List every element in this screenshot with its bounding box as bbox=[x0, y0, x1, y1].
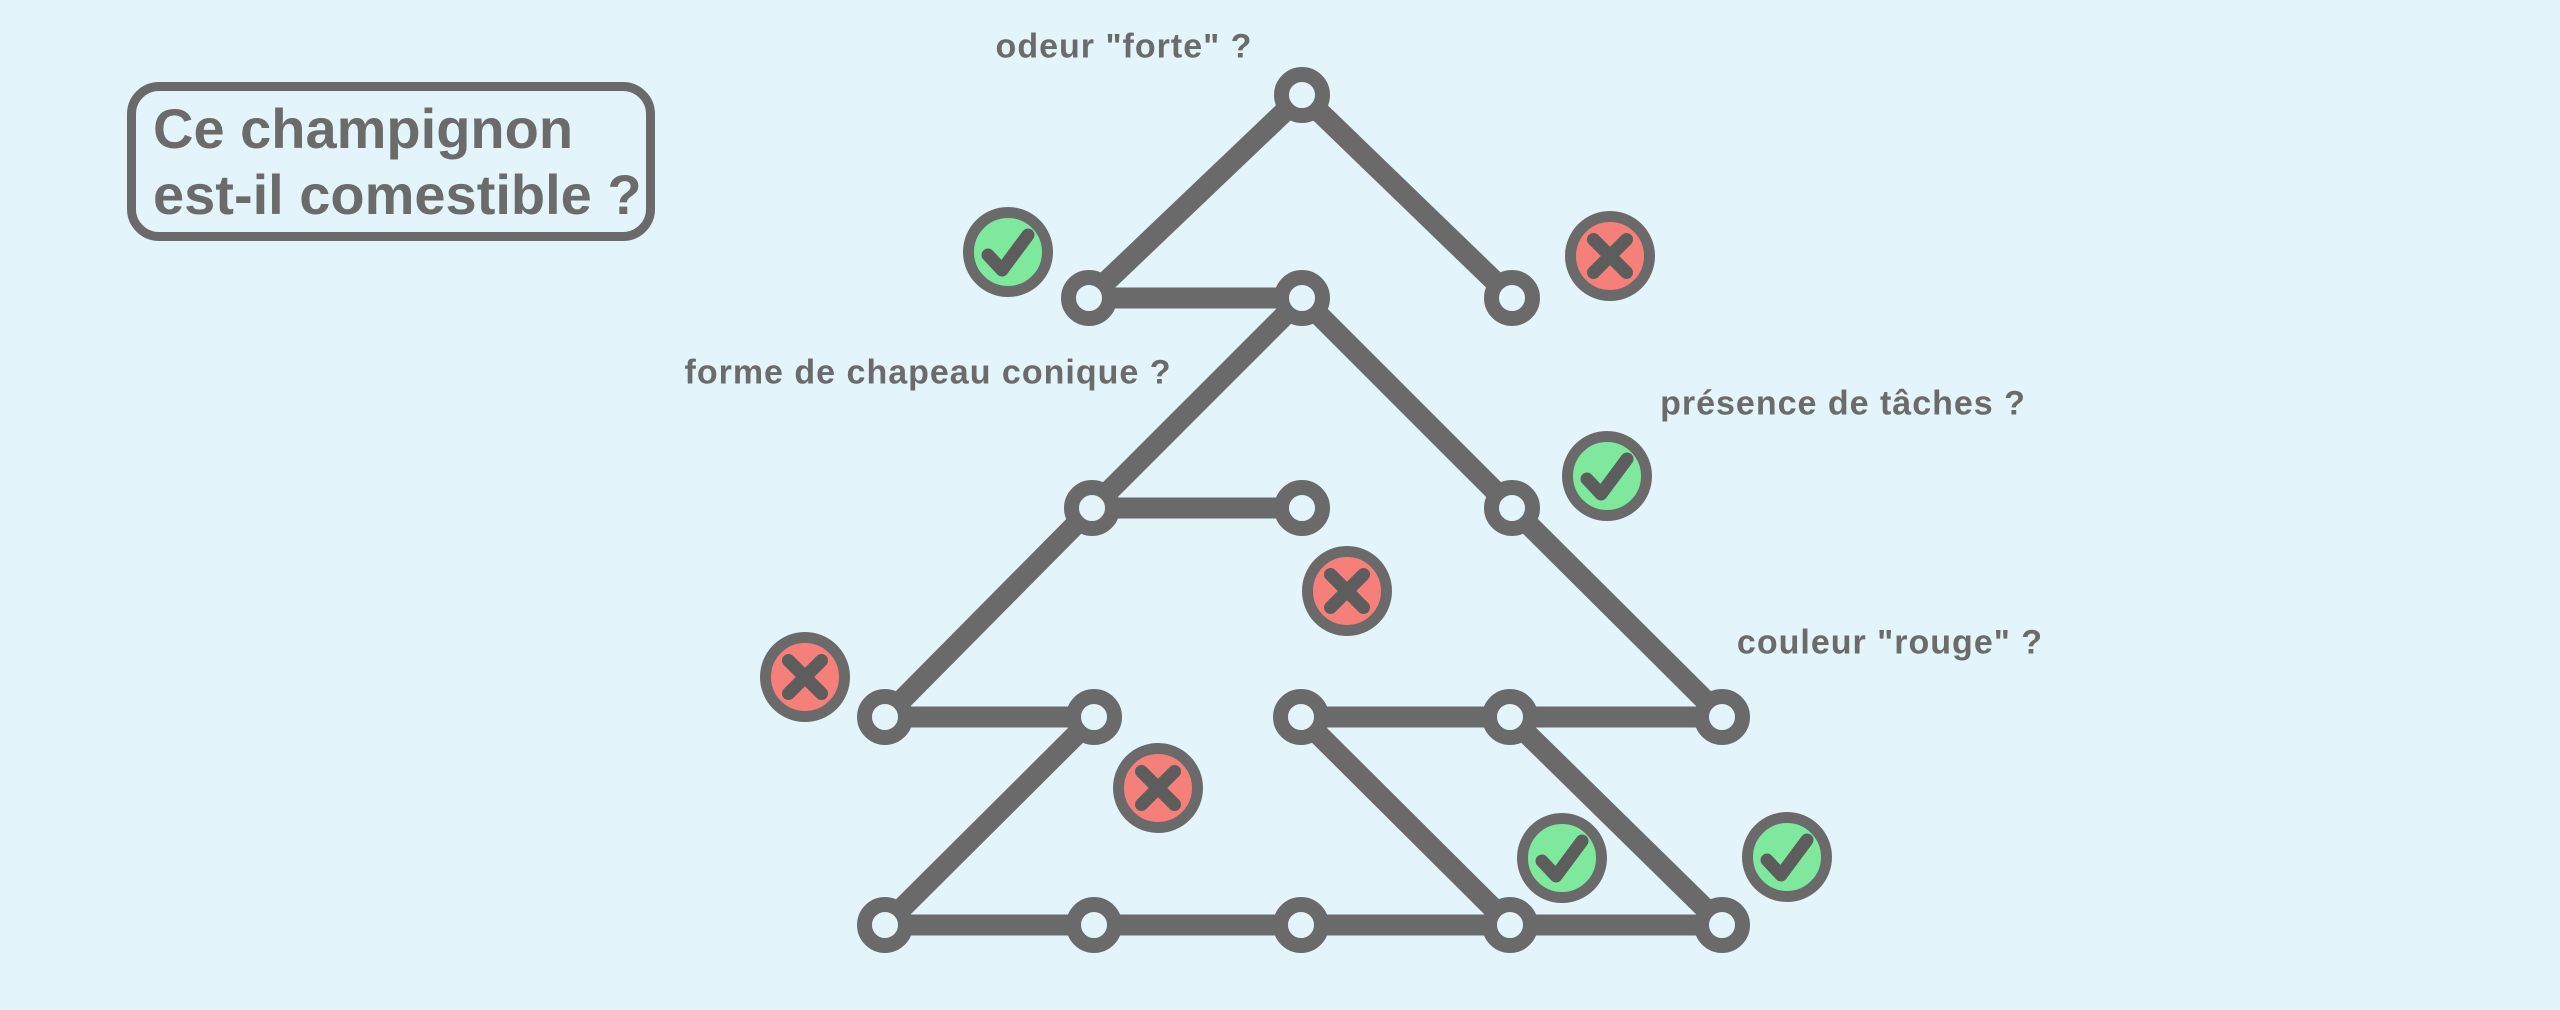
node-l4-d bbox=[1482, 689, 1538, 745]
outcome-badge-no bbox=[1302, 546, 1392, 636]
outcome-badge-yes bbox=[1742, 812, 1832, 902]
edge-l4-to-bottom-left bbox=[877, 709, 1102, 933]
node-l4-c bbox=[1273, 689, 1329, 745]
node-root bbox=[1274, 67, 1330, 123]
node-bottom-a bbox=[857, 897, 913, 953]
outcome-badge-no bbox=[1565, 211, 1655, 301]
node-bottom-c bbox=[1273, 897, 1329, 953]
question-label-cap-shape: forme de chapeau conique ? bbox=[684, 353, 1172, 392]
node-l3-left bbox=[1064, 480, 1120, 536]
question-label-spots: présence de tâches ? bbox=[1660, 384, 2026, 423]
node-l4-a bbox=[857, 689, 913, 745]
outcome-badge-yes bbox=[963, 207, 1053, 297]
check-icon bbox=[1580, 452, 1634, 501]
outcome-badge-yes bbox=[1562, 431, 1652, 521]
check-icon bbox=[1535, 834, 1589, 883]
edge-l3-to-l4-right bbox=[1504, 500, 1730, 725]
outcome-badge-yes bbox=[1517, 813, 1607, 903]
cross-icon bbox=[782, 654, 828, 700]
node-l3-mid bbox=[1274, 480, 1330, 536]
cross-icon bbox=[1135, 765, 1181, 811]
edge-root-to-l2-right bbox=[1294, 87, 1520, 306]
check-icon bbox=[1760, 833, 1814, 882]
tree-nodes bbox=[857, 67, 1750, 953]
edge-l2-to-l3-right bbox=[1294, 290, 1520, 516]
node-bottom-b bbox=[1066, 897, 1122, 953]
node-l2-mid bbox=[1274, 270, 1330, 326]
edge-l4d-to-bottom-e bbox=[1502, 709, 1730, 933]
node-bottom-d bbox=[1482, 897, 1538, 953]
title-box: Ce champignon est-il comestible ? bbox=[127, 82, 655, 241]
cross-icon bbox=[1324, 568, 1370, 614]
outcome-badge-no bbox=[1113, 743, 1203, 833]
outcome-badge-no bbox=[760, 632, 850, 722]
question-label-odor: odeur "forte" ? bbox=[995, 27, 1253, 66]
cross-icon bbox=[1587, 233, 1633, 279]
check-icon bbox=[981, 228, 1035, 277]
title-line-1: Ce champignon bbox=[153, 96, 574, 160]
node-l4-b bbox=[1066, 689, 1122, 745]
title-line-2: est-il comestible ? bbox=[153, 162, 642, 226]
question-label-color: couleur "rouge" ? bbox=[1736, 623, 2044, 662]
edge-l3-to-l4-left bbox=[877, 500, 1100, 725]
node-l2-left bbox=[1061, 270, 1117, 326]
edge-l2-to-l3-left bbox=[1084, 290, 1310, 516]
node-bottom-e bbox=[1694, 897, 1750, 953]
node-l2-right bbox=[1484, 270, 1540, 326]
node-l4-e bbox=[1694, 689, 1750, 745]
edge-root-to-l2-left bbox=[1081, 87, 1310, 306]
node-l3-right bbox=[1484, 480, 1540, 536]
outcome-badges bbox=[760, 207, 1832, 903]
edge-l4c-to-bottom-d bbox=[1293, 709, 1518, 933]
